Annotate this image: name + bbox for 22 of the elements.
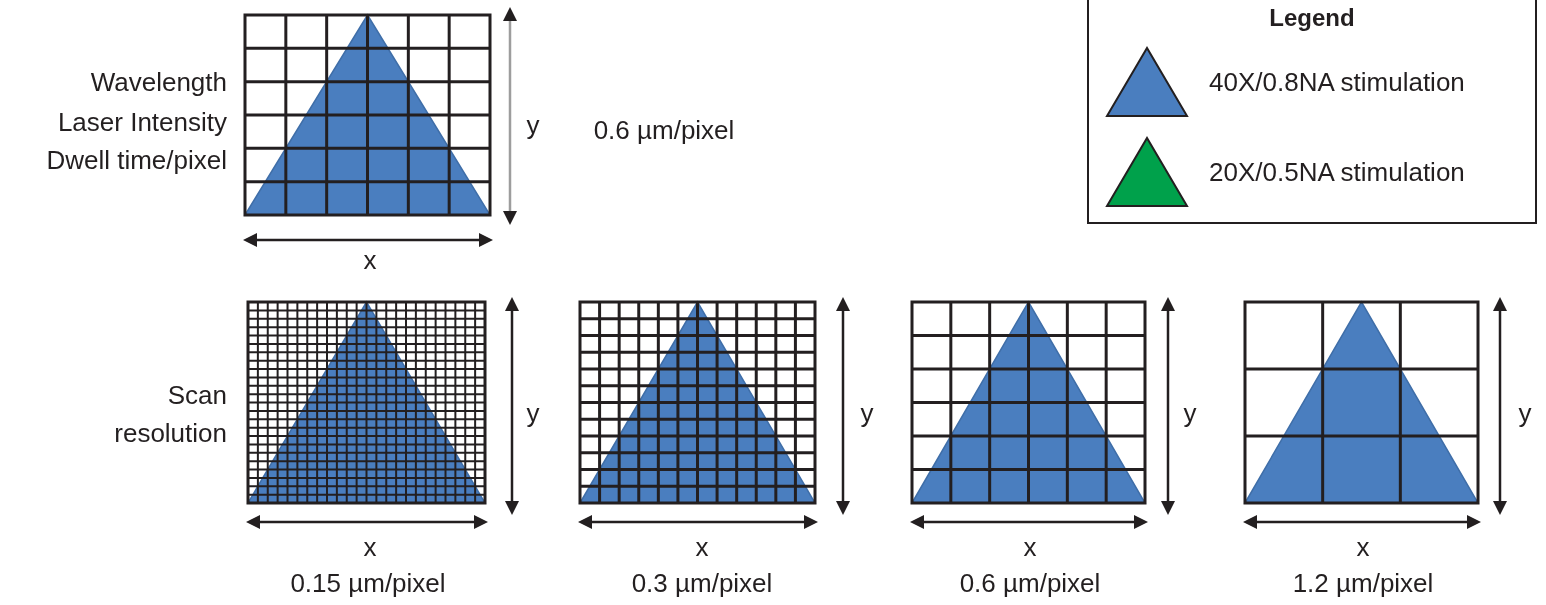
axis-label: 0.6 µm/pixel [593, 114, 735, 147]
axis-label: x [1023, 531, 1037, 564]
axis-label: y [526, 397, 540, 430]
axis-label: x [695, 531, 709, 564]
legend-title: Legend [1268, 4, 1356, 32]
parameter-label: Dwell time/pixel [46, 144, 227, 177]
axis-label: y [1518, 397, 1532, 430]
axis-label: y [526, 109, 540, 142]
axis-label: 0.6 µm/pixel [959, 567, 1101, 600]
axis-label: x [363, 244, 377, 277]
legend-label: 40X/0.8NA stimulation [1209, 66, 1465, 98]
axis-label: y [860, 397, 874, 430]
axis-label: y [1183, 397, 1197, 430]
parameter-label: Scan resolution [113, 379, 227, 450]
axis-label: 0.3 µm/pixel [631, 567, 773, 600]
axis-label: x [1356, 531, 1370, 564]
axis-label: 1.2 µm/pixel [1292, 567, 1434, 600]
parameter-label: Laser Intensity [57, 106, 227, 139]
axis-label: x [363, 531, 377, 564]
parameter-label: Wavelength [90, 66, 227, 99]
legend-label: 20X/0.5NA stimulation [1209, 156, 1465, 188]
axis-label: 0.15 µm/pixel [290, 567, 446, 600]
